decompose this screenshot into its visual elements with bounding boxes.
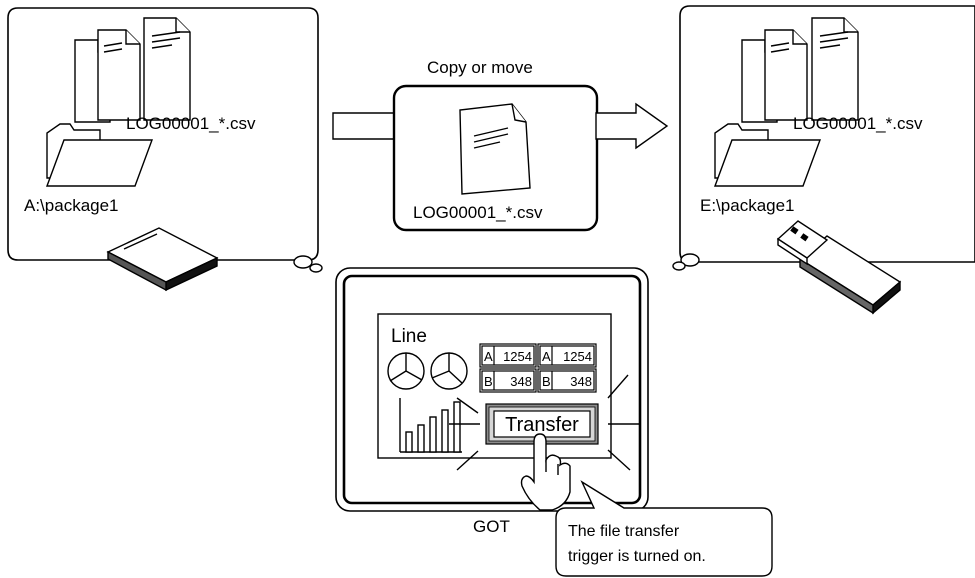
callout-line-2: trigger is turned on. (568, 548, 706, 565)
got-screen-title: Line (391, 326, 427, 347)
transfer-file-label: LOG00001_*.csv (413, 203, 543, 222)
dest-bubble-tail-small (672, 261, 686, 271)
transfer-button-emphasis-rays (449, 374, 640, 471)
readout-tag: B (542, 374, 551, 389)
readout-tag: A (484, 349, 493, 364)
readout-tag: A (542, 349, 551, 364)
transfer-document-icon (459, 103, 531, 195)
dest-file-label: LOG00001_*.csv (793, 114, 923, 133)
got-inner-bezel (342, 274, 642, 505)
transfer-arrow-in (332, 112, 396, 140)
got-label: GOT (473, 517, 510, 536)
source-file-label: LOG00001_*.csv (126, 114, 256, 133)
dest-folder-label: E:\package1 (700, 196, 795, 215)
dest-bubble-tail-large (680, 253, 700, 267)
transfer-button-label: Transfer (505, 414, 579, 436)
readout-tag: B (484, 374, 493, 389)
source-bubble-tail-small (309, 263, 323, 273)
source-folder-label: A:\package1 (24, 196, 119, 215)
transfer-caption: Copy or move (427, 58, 533, 77)
readout-value: 1254 (503, 349, 532, 364)
source-panel: LOG00001_*.csv A:\package1 (7, 7, 323, 292)
source-folder-icon (45, 123, 154, 187)
readout-value: 1254 (563, 349, 592, 364)
readout-grid (479, 343, 597, 393)
dest-panel: LOG00001_*.csv E:\package1 (672, 5, 975, 315)
readout-value: 348 (510, 374, 532, 389)
readout-value: 348 (570, 374, 592, 389)
pointing-hand-icon (520, 433, 571, 511)
trigger-callout: The file transfer trigger is turned on. (555, 480, 773, 577)
callout-bubble (555, 480, 773, 577)
got-device: Line A 1254 A (335, 267, 649, 536)
usb-stick-icon (776, 220, 902, 315)
sd-card-icon (106, 227, 219, 292)
dest-documents-icon (741, 17, 859, 123)
dest-folder-icon (713, 123, 822, 187)
callout-line-1: The file transfer (568, 523, 680, 540)
source-bubble-tail-large (293, 255, 313, 269)
transfer-box: Copy or move LOG00001_*.csv (332, 58, 669, 232)
pie-chart-icon (387, 352, 468, 390)
bar-chart-icon (399, 398, 462, 453)
source-documents-icon (74, 17, 191, 123)
transfer-arrow-out (595, 102, 669, 150)
